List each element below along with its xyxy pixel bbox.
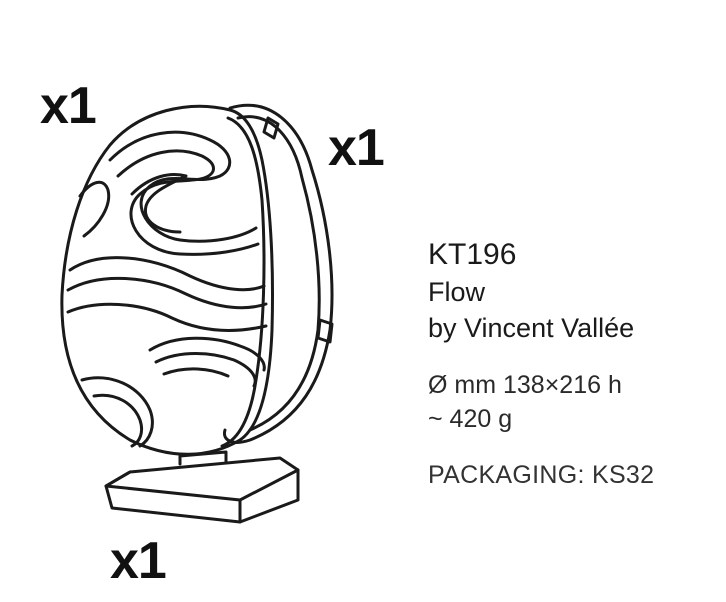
product-packaging: PACKAGING: KS32	[428, 461, 655, 489]
product-dimensions: Ø mm 138×216 h	[428, 371, 622, 399]
product-weight: ~ 420 g	[428, 405, 513, 433]
spacer	[428, 346, 718, 368]
flow-relief	[66, 130, 268, 448]
product-name: Flow	[428, 277, 486, 307]
quantity-label-base: x1	[110, 532, 167, 590]
stand-base	[104, 450, 300, 524]
spacer	[428, 436, 718, 458]
product-code: KT196	[428, 238, 517, 271]
product-designer: by Vincent Vallée	[428, 313, 635, 343]
egg-back-half	[222, 103, 334, 444]
product-info: KT196 Flow by Vincent Vallée Ø mm 138×21…	[428, 236, 718, 492]
quantity-label-egg-front: x1	[40, 77, 97, 135]
quantity-label-egg-back: x1	[328, 119, 385, 177]
